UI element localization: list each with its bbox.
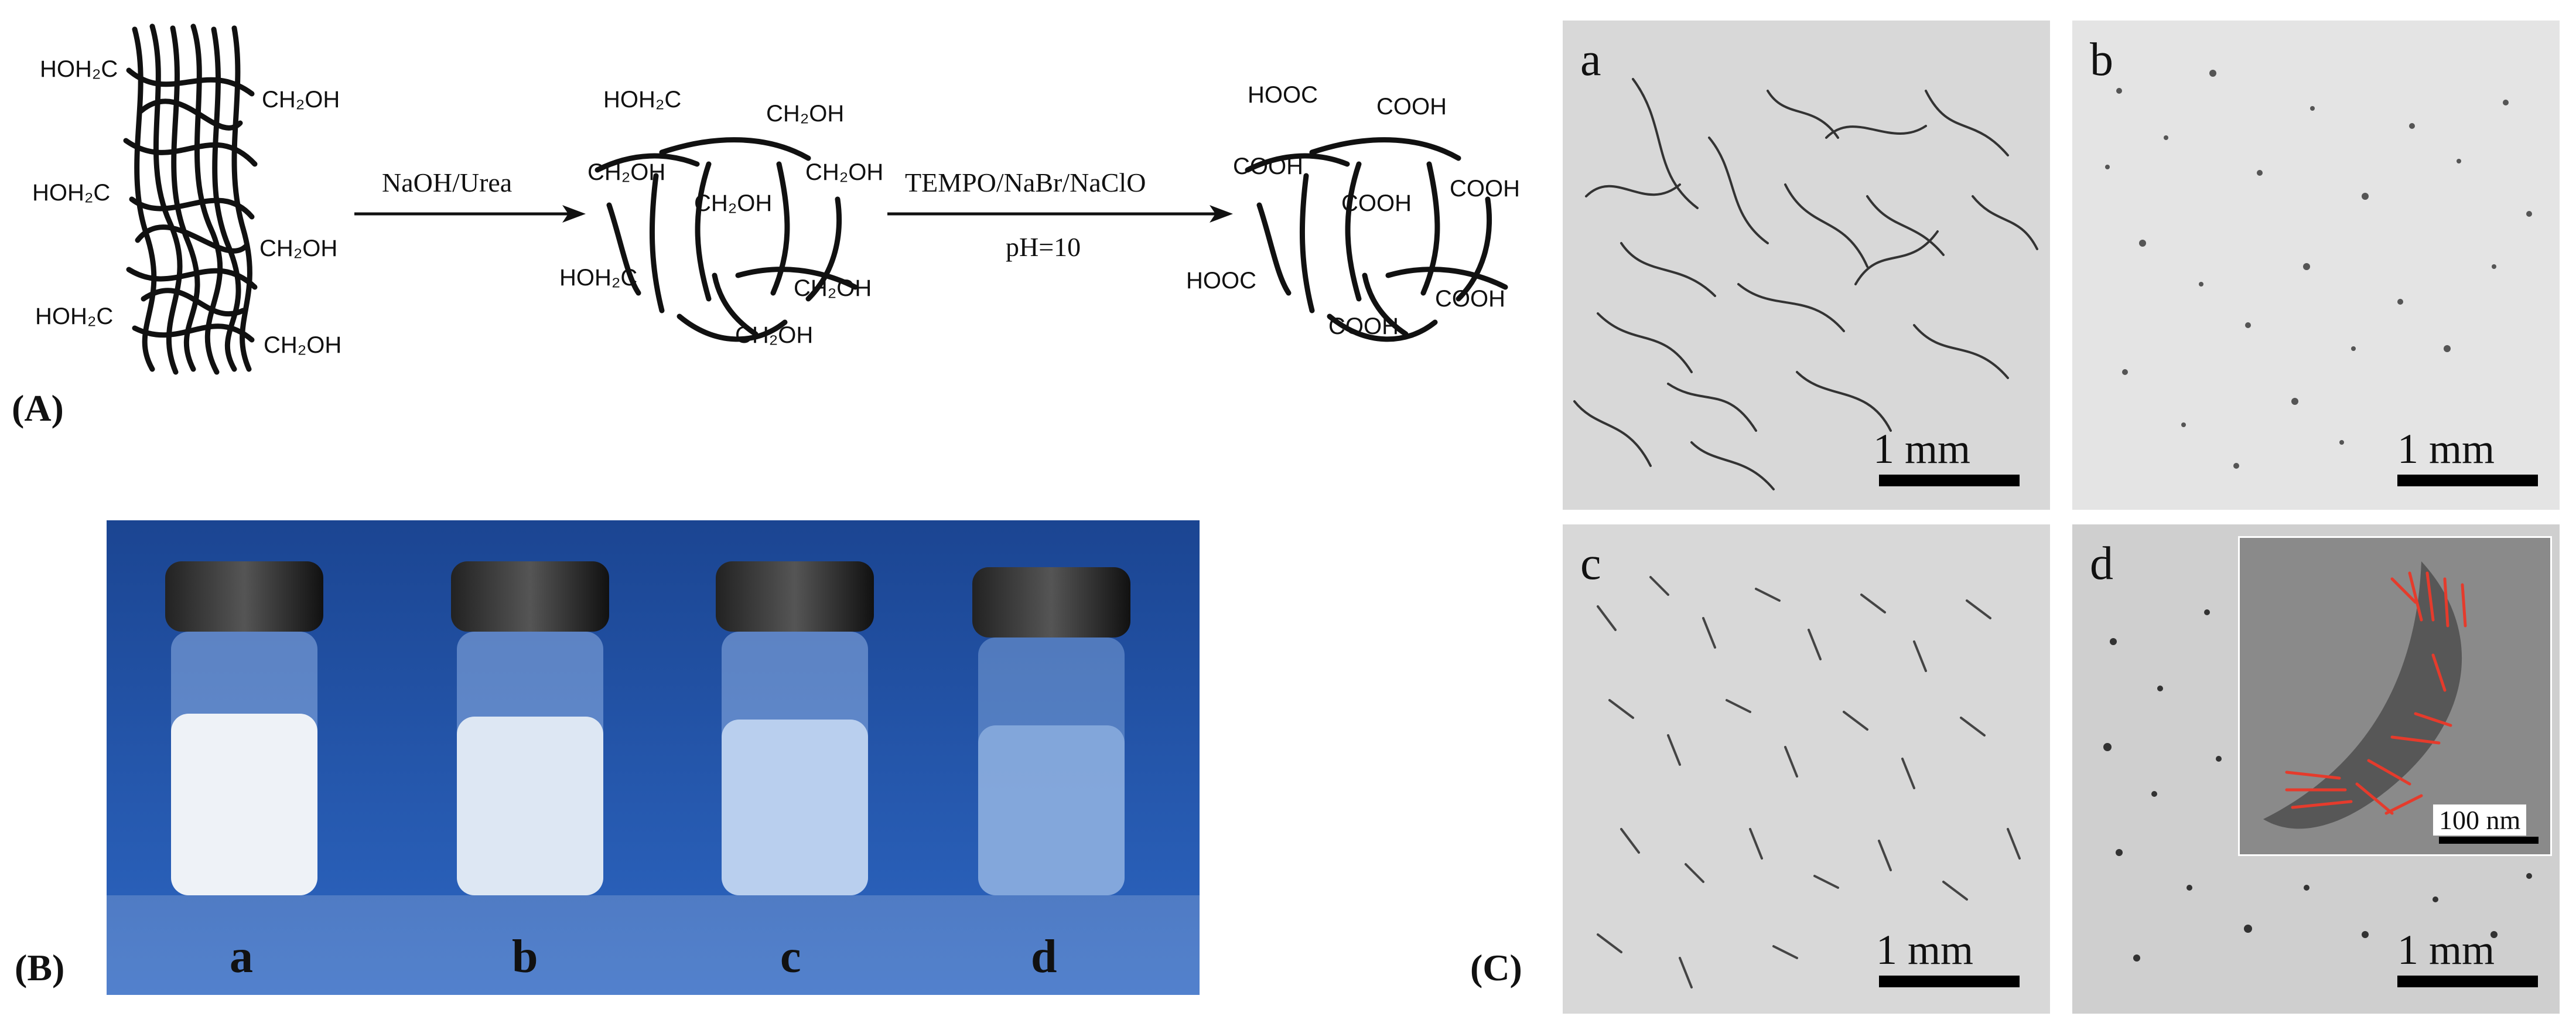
- chain-ch2oh-lower-right: CH₂OH: [794, 275, 872, 301]
- chain-hoh2c-bottom: HOH₂C: [559, 265, 638, 291]
- micrograph-a: a 1 mm: [1563, 21, 2050, 510]
- micrograph-a-scale-bar: [1879, 475, 2020, 486]
- oxidized-cellulose-chains: [1245, 137, 1508, 342]
- panel-label-a: (A): [12, 387, 64, 429]
- tem-inset-scale-label: 100 nm: [2433, 804, 2527, 836]
- group-ch2oh-3: CH₂OH: [264, 332, 342, 358]
- chain-ch2oh-right: CH₂OH: [805, 159, 884, 185]
- ox-hooc-top: HOOC: [1248, 82, 1318, 108]
- micrograph-a-fibers: [1573, 78, 2038, 490]
- micrograph-a-scale-label: 1 mm: [1873, 425, 1971, 472]
- micrograph-d-scale-bar: [2397, 976, 2538, 987]
- ox-cooh-left: COOH: [1233, 154, 1303, 179]
- group-hoh2c-1: HOH₂C: [40, 56, 118, 82]
- ox-cooh-top: COOH: [1376, 94, 1447, 120]
- micrograph-c: c 1 mm: [1563, 524, 2050, 1014]
- micrograph-b-particles: [2105, 70, 2532, 469]
- ox-cooh-center: COOH: [1341, 190, 1412, 216]
- micrograph-d-letter: d: [2090, 538, 2113, 589]
- vials-photo: a b c d: [107, 520, 1200, 995]
- reaction-arrow-1: [354, 205, 586, 223]
- vials-illustration: [107, 520, 1200, 995]
- ox-cooh-lower-right: COOH: [1435, 286, 1505, 312]
- panel-label-b: (B): [15, 947, 65, 988]
- micrograph-b-letter: b: [2090, 34, 2113, 86]
- arrow-1-reagent: NaOH/Urea: [382, 168, 513, 197]
- micrograph-d-scale-label: 1 mm: [2397, 926, 2495, 973]
- arrow-2-condition: pH=10: [1006, 232, 1081, 262]
- vial-label-d: d: [1031, 931, 1057, 983]
- group-ch2oh-2: CH₂OH: [259, 236, 338, 261]
- ox-cooh-bottom: COOH: [1328, 313, 1399, 339]
- ox-cooh-right: COOH: [1450, 176, 1520, 202]
- group-hoh2c-3: HOH₂C: [35, 304, 114, 329]
- micrograph-c-scale-label: 1 mm: [1876, 926, 1974, 973]
- micrograph-d-particles: [2103, 609, 2532, 962]
- chain-ch2oh-bottom: CH₂OH: [735, 322, 814, 348]
- vial-label-b: b: [512, 931, 538, 983]
- chain-hoh2c-top: HOH₂C: [603, 87, 682, 112]
- ox-hooc-bottom: HOOC: [1186, 268, 1256, 294]
- tem-inset: 100 nm: [2238, 536, 2552, 856]
- micrograph-b-scale-bar: [2397, 475, 2538, 486]
- chain-ch2oh-top-right: CH₂OH: [766, 101, 845, 127]
- group-hoh2c-2: HOH₂C: [32, 180, 111, 206]
- arrow-2-reagent: TEMPO/NaBr/NaClO: [905, 168, 1146, 197]
- tem-inset-image: [2240, 538, 2550, 854]
- micrograph-b-scale-label: 1 mm: [2397, 425, 2495, 472]
- micrograph-a-letter: a: [1580, 34, 1601, 86]
- chain-ch2oh-center: CH₂OH: [694, 190, 773, 216]
- group-ch2oh-1: CH₂OH: [262, 87, 340, 112]
- micrograph-c-scale-bar: [1879, 976, 2020, 987]
- micrograph-c-letter: c: [1580, 538, 1601, 589]
- dissolved-cellulose-chains: [595, 137, 858, 342]
- tem-inset-scale-bar: [2439, 837, 2539, 844]
- vial-label-c: c: [780, 931, 801, 983]
- cellulose-fiber-bundle: [123, 23, 258, 375]
- chain-ch2oh-left: CH₂OH: [587, 159, 666, 185]
- vial-label-a: a: [230, 931, 253, 983]
- reaction-arrow-2: [887, 205, 1233, 223]
- micrograph-b: b 1 mm: [2072, 21, 2560, 510]
- micrograph-c-fibers: [1597, 576, 2021, 988]
- micrograph-d: d 100 nm 1 mm: [2072, 524, 2560, 1014]
- panel-label-c: (C): [1470, 947, 1522, 988]
